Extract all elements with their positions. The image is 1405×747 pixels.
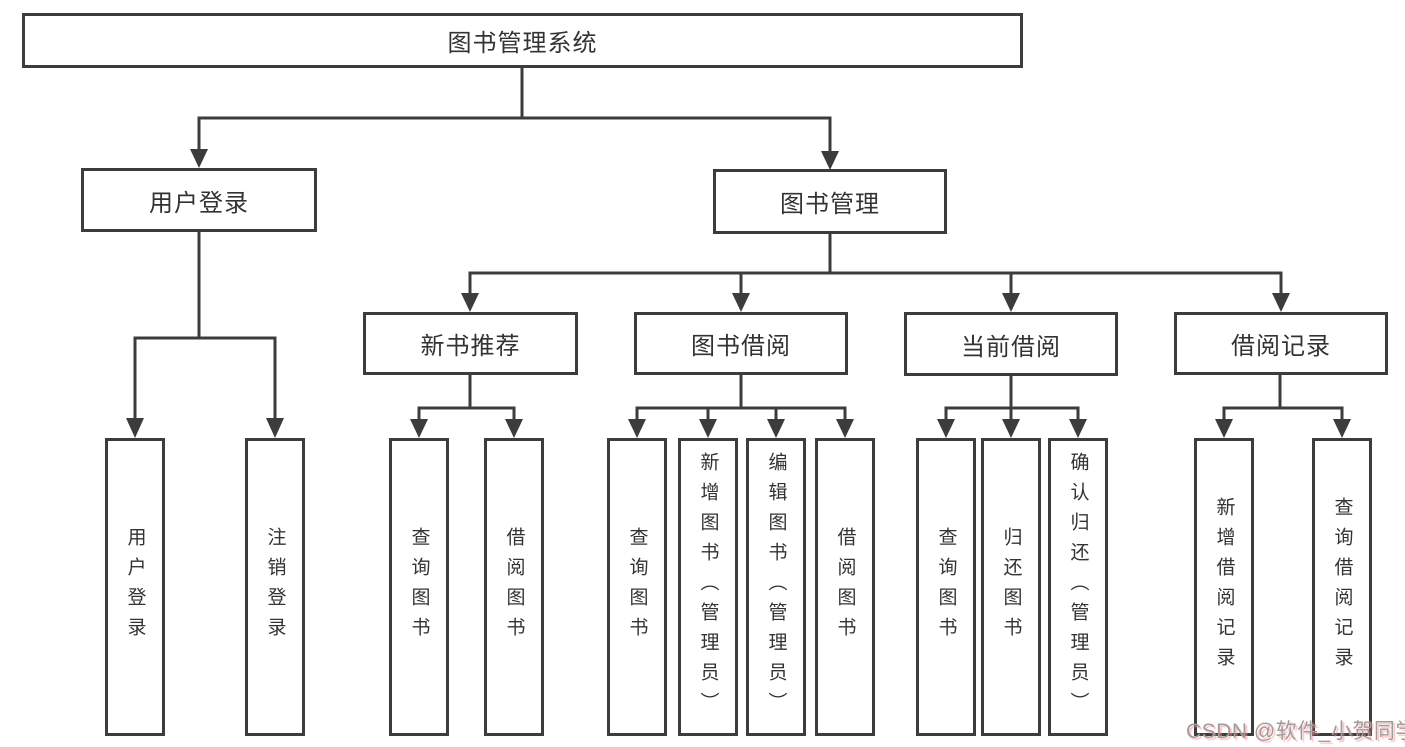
node-label: 图书借阅 (691, 333, 791, 360)
arrowhead-query-borrow-record (1333, 419, 1351, 438)
leaf-label: 查询图书 (626, 527, 648, 647)
arrowhead-borrowing-records (1272, 293, 1290, 312)
leaf-label: 查询图书 (408, 527, 430, 647)
leaf-label: 确认归还（管理员） (1067, 452, 1089, 722)
connector-bookmgmt-to-level3 (468, 234, 1283, 294)
leaf-label: 借阅图书 (503, 527, 525, 647)
leaf-query-borrow-record: 查询借阅记录 (1312, 438, 1372, 736)
arrowhead-user-login (190, 149, 208, 168)
leaf-current-query-books: 查询图书 (916, 438, 976, 736)
leaf-label: 用户登录 (124, 527, 146, 647)
leaf-label: 新增图书（管理员） (697, 452, 719, 722)
node-book-management: 图书管理 (713, 169, 947, 234)
node-library-management-system: 图书管理系统 (22, 13, 1023, 68)
node-label: 用户登录 (149, 189, 249, 217)
node-label: 图书管理系统 (447, 30, 598, 57)
leaf-label: 编辑图书（管理员） (765, 452, 787, 722)
csdn-watermark: CSDN @软件_小贺同学 (1186, 720, 1405, 743)
arrowhead-book-management (821, 151, 839, 170)
leaf-borrow-borrow-books: 借阅图书 (815, 438, 875, 736)
node-label: 借阅记录 (1231, 333, 1331, 360)
arrowhead-leaf-logout (266, 418, 284, 438)
connector-records-to-leaves (1222, 375, 1344, 419)
connector-userlogin-to-leaves (133, 232, 277, 419)
connector-borrow-to-leaves (635, 374, 847, 419)
node-book-borrowing: 图书借阅 (634, 312, 848, 375)
leaf-label: 归还图书 (1000, 527, 1022, 647)
node-new-book-recommendation: 新书推荐 (363, 312, 578, 375)
leaf-newrec-borrow-books: 借阅图书 (484, 438, 544, 736)
leaf-add-book-admin: 新增图书（管理员） (678, 438, 738, 736)
arrowhead-newrec-borrow-books (505, 419, 523, 438)
arrowhead-add-book-admin (699, 419, 717, 438)
connector-current-to-leaves (944, 375, 1080, 419)
leaf-label: 查询借阅记录 (1331, 497, 1353, 677)
leaf-add-borrow-record: 新增借阅记录 (1194, 438, 1254, 736)
arrowhead-confirm-return-admin (1069, 419, 1087, 438)
leaf-label: 借阅图书 (834, 527, 856, 647)
arrowhead-edit-book-admin (767, 419, 785, 438)
node-borrowing-records: 借阅记录 (1174, 312, 1388, 375)
leaf-borrow-query-books: 查询图书 (607, 438, 667, 736)
arrowhead-new-book-recommendation (461, 293, 479, 312)
leaf-confirm-return-admin: 确认归还（管理员） (1048, 438, 1108, 736)
leaf-label: 查询图书 (935, 527, 957, 647)
leaf-edit-book-admin: 编辑图书（管理员） (746, 438, 806, 736)
node-current-borrowing: 当前借阅 (904, 312, 1118, 376)
node-label: 图书管理 (780, 191, 880, 218)
arrowhead-leaf-user-login (126, 418, 144, 438)
arrowhead-borrow-query-books (628, 419, 646, 438)
leaf-logout: 注销登录 (245, 438, 305, 736)
arrowhead-current-borrowing (1002, 293, 1020, 312)
connector-newrec-to-leaves (417, 374, 516, 419)
leaf-label: 注销登录 (264, 527, 286, 647)
leaf-user-login: 用户登录 (105, 438, 165, 736)
leaf-label: 新增借阅记录 (1213, 497, 1235, 677)
node-label: 当前借阅 (961, 333, 1061, 361)
arrowhead-add-borrow-record (1215, 419, 1233, 438)
leaf-return-book: 归还图书 (981, 438, 1041, 736)
arrowhead-current-query-books (937, 419, 955, 438)
arrowhead-return-book (1002, 419, 1020, 438)
arrowhead-borrow-borrow-books (836, 419, 854, 438)
node-user-login: 用户登录 (81, 168, 317, 232)
leaf-newrec-query-books: 查询图书 (389, 438, 449, 736)
node-label: 新书推荐 (420, 333, 521, 360)
arrowhead-newrec-query-books (410, 419, 428, 438)
connector-root-to-level2 (197, 68, 832, 152)
arrowhead-book-borrowing (732, 293, 750, 312)
